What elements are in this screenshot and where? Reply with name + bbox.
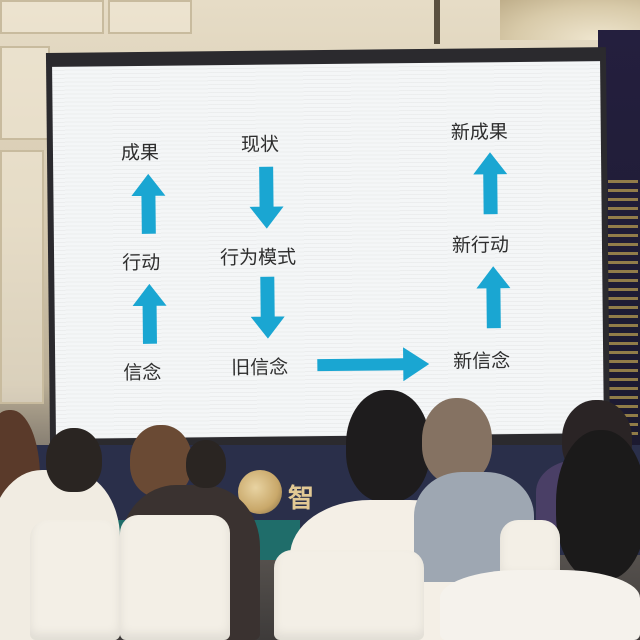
slide-label-col3-middle: 新行动 bbox=[451, 234, 510, 257]
arrow-down-icon bbox=[250, 276, 285, 339]
chair bbox=[30, 520, 120, 640]
audience-head bbox=[346, 390, 430, 502]
wall-panel bbox=[0, 46, 50, 140]
slide-label-col1-middle: 行动 bbox=[122, 251, 161, 275]
slide-label-col2-top: 现状 bbox=[240, 133, 280, 156]
arrow-up-icon bbox=[476, 266, 511, 329]
wall-panel bbox=[108, 0, 192, 34]
audience-head bbox=[46, 428, 102, 492]
arrow-up-icon bbox=[131, 173, 166, 234]
side-banner-pattern bbox=[608, 180, 638, 440]
arrow-up-icon bbox=[473, 152, 508, 215]
chair bbox=[274, 550, 424, 640]
slide-label-col2-middle: 行为模式 bbox=[219, 246, 297, 270]
logo-mark: 智 bbox=[288, 484, 315, 514]
audience-head bbox=[422, 398, 492, 484]
audience-head bbox=[556, 430, 640, 580]
arrow-up-icon bbox=[132, 283, 167, 344]
wall-panel bbox=[0, 0, 104, 34]
audience-body bbox=[440, 570, 640, 640]
slide-label-col2-bottom: 旧信念 bbox=[231, 356, 289, 380]
slide-label-col1-bottom: 信念 bbox=[123, 361, 162, 385]
slide-label-col3-top: 新成果 bbox=[450, 121, 508, 144]
slide-label-col3-bottom: 新信念 bbox=[453, 350, 511, 373]
audience-head bbox=[186, 440, 226, 488]
chair bbox=[120, 515, 230, 640]
projection-screen: 成果 行动 信念 现状 行为模式 旧信念 新成果 新行动 新信 bbox=[52, 61, 604, 439]
projection-screen-frame: 成果 行动 信念 现状 行为模式 旧信念 新成果 新行动 新信 bbox=[45, 47, 611, 451]
chandelier bbox=[434, 0, 440, 44]
arrow-down-icon bbox=[249, 166, 284, 229]
wall-panel bbox=[0, 150, 44, 404]
arrow-right-icon bbox=[317, 347, 430, 382]
slide-label-col1-top: 成果 bbox=[120, 141, 160, 165]
